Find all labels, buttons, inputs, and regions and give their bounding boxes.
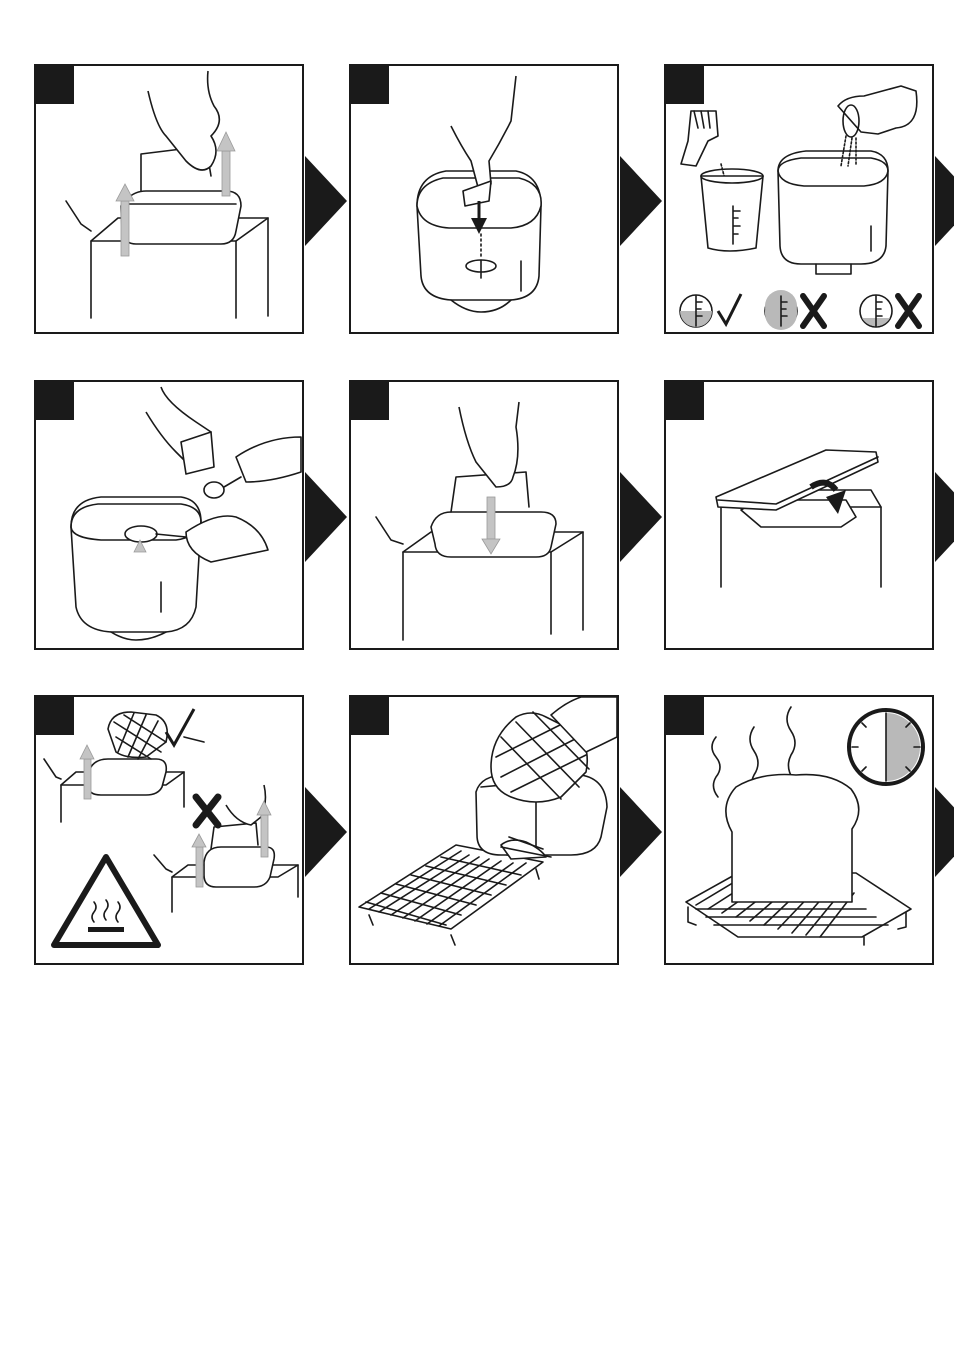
next-step-arrow-icon <box>620 787 662 877</box>
step-4-panel <box>34 380 304 650</box>
step-9-panel <box>664 695 934 965</box>
check-mark-icon <box>718 294 741 324</box>
step-3-panel <box>664 64 934 334</box>
step-number-badge <box>351 66 389 104</box>
next-step-arrow-icon <box>935 472 954 562</box>
step-5-panel <box>349 380 619 650</box>
turn-out-bread-on-rack-icon <box>351 697 617 963</box>
step-1-panel <box>34 64 304 334</box>
step-2-panel <box>349 64 619 334</box>
hot-surface-warning-icon <box>54 857 158 945</box>
next-step-arrow-icon <box>305 787 347 877</box>
close-lid-icon <box>666 382 932 648</box>
cross-mark-icon <box>898 296 919 326</box>
next-step-arrow-icon <box>935 787 954 877</box>
step-8-panel <box>349 695 619 965</box>
step-number-badge <box>36 66 74 104</box>
next-step-arrow-icon <box>305 472 347 562</box>
insert-bread-pan-icon <box>351 382 617 648</box>
next-step-arrow-icon <box>935 156 954 246</box>
step-number-badge <box>351 382 389 420</box>
step-number-badge <box>351 697 389 735</box>
step-number-badge <box>666 66 704 104</box>
step-7-panel <box>34 695 304 965</box>
step-number-badge <box>666 382 704 420</box>
next-step-arrow-icon <box>620 472 662 562</box>
lift-bread-pan-out-icon <box>36 66 302 332</box>
step-6-panel <box>664 380 934 650</box>
cool-bread-on-rack-icon <box>666 697 932 963</box>
add-water-and-flour-icon <box>666 66 932 332</box>
cross-mark-icon <box>196 797 218 825</box>
clock-icon <box>849 710 923 784</box>
step-number-badge <box>36 382 74 420</box>
step-number-badge <box>36 697 74 735</box>
check-mark-icon <box>166 709 194 745</box>
cross-mark-icon <box>803 296 824 326</box>
add-yeast-and-salt-icon <box>36 382 302 648</box>
insert-kneading-paddle-icon <box>351 66 617 332</box>
next-step-arrow-icon <box>305 156 347 246</box>
remove-pan-with-oven-glove-icon <box>36 697 302 963</box>
step-number-badge <box>666 697 704 735</box>
next-step-arrow-icon <box>620 156 662 246</box>
